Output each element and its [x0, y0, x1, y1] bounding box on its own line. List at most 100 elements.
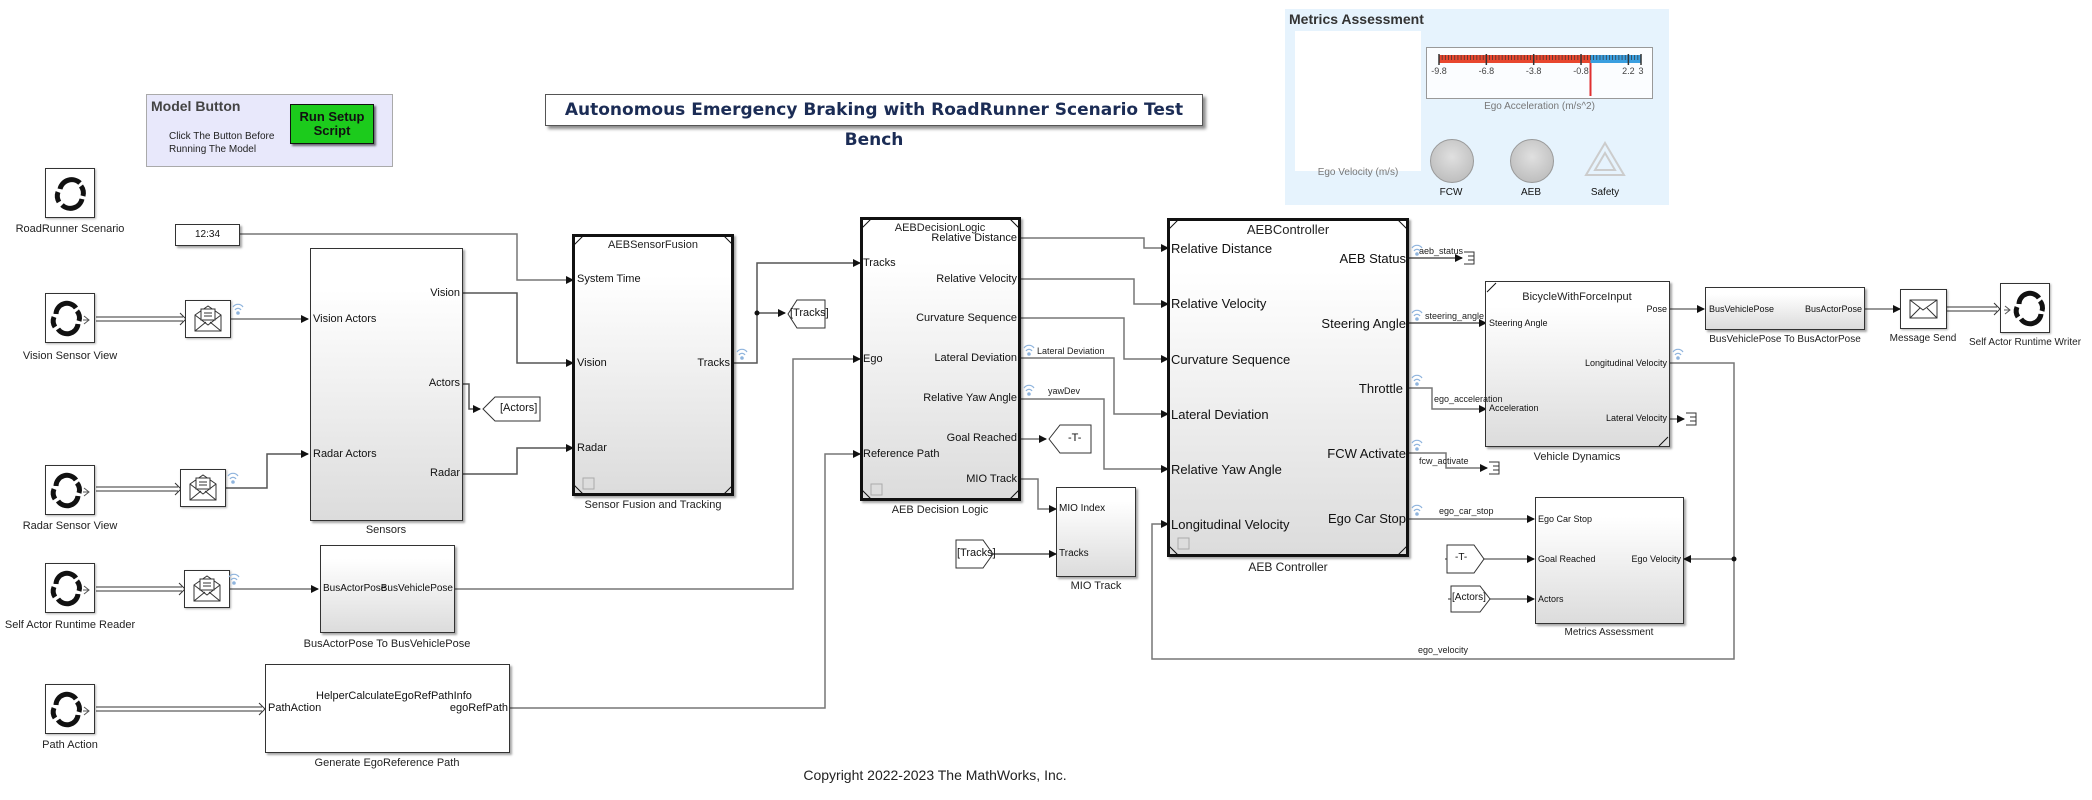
port-vd-steering: Steering Angle [1489, 318, 1548, 328]
wire-curvature [1020, 317, 1169, 363]
port-vision-out: Vision [430, 287, 460, 299]
port-dl-curvature: Curvature Sequence [916, 312, 1017, 324]
wire-long-vel [1151, 362, 1735, 660]
actors-from-tag[interactable]: [Actors] [1450, 585, 1492, 613]
radar-sensor-view-block[interactable] [45, 465, 95, 515]
signal-steering-angle: steering_angle [1425, 311, 1485, 321]
generate-ego-ref-path-block[interactable] [265, 664, 510, 753]
ego-acceleration-label: Ego Acceleration (m/s^2) [1484, 101, 1595, 112]
signal-lateral-deviation: Lateral Deviation [1037, 346, 1105, 356]
port-vd-pose: Pose [1646, 304, 1667, 314]
wire-mio [1020, 478, 1057, 513]
port-busactorpose-in: BusActorPose [323, 583, 387, 594]
terminator-fcw [1489, 461, 1500, 475]
msg-line-path [96, 706, 262, 712]
message-send-block[interactable] [1900, 289, 1947, 329]
port-pathaction-in: PathAction [268, 702, 322, 714]
port-ac-throttle: Throttle [1358, 381, 1403, 396]
path-action-block[interactable] [45, 684, 95, 734]
roadrunner-icon [2004, 290, 2045, 327]
gauge-tick-label: 3 [1638, 66, 1643, 76]
port-ac-ego-car-stop: Ego Car Stop [1327, 511, 1406, 526]
roadrunner-icon [54, 177, 86, 211]
port-dl-tracks: Tracks [863, 257, 896, 269]
sensor-fusion-model-name: AEBSensorFusion [608, 239, 698, 251]
generate-ego-ref-path-label: Generate EgoReference Path [314, 757, 460, 769]
roadrunner-scenario-label: RoadRunner Scenario [15, 223, 125, 235]
envelope-open-icon [189, 474, 217, 501]
message-receive-self-actor[interactable] [184, 570, 230, 608]
port-ma-goal-reached: Goal Reached [1538, 554, 1596, 564]
radar-sensor-view-label: Radar Sensor View [22, 520, 118, 532]
msg-line-radar [96, 486, 178, 492]
run-setup-script-button[interactable]: Run Setup Script [290, 104, 374, 144]
roadrunner-scenario-block[interactable] [45, 168, 95, 218]
bus-actor-to-vehicle-block[interactable] [320, 545, 455, 633]
gauge-tick-label: -3.8 [1526, 66, 1542, 76]
msg-line-self [96, 586, 182, 592]
port-bvp-in: BusVehiclePose [1709, 304, 1775, 314]
wire-clock-systemtime [240, 233, 574, 284]
wire-vision [463, 292, 574, 367]
signal-ego-car-stop: ego_car_stop [1439, 506, 1494, 516]
ego-velocity-label: Ego Velocity (m/s) [1317, 167, 1399, 178]
terminator-aeb-status [1464, 251, 1475, 265]
fcw-lamp[interactable] [1430, 139, 1474, 183]
self-actor-runtime-reader-block[interactable] [45, 563, 95, 613]
sensor-fusion-label: Sensor Fusion and Tracking [584, 499, 722, 511]
bus-actor-to-vehicle-label: BusActorPose To BusVehiclePose [303, 638, 471, 650]
gauge-tick-label: -0.8 [1573, 66, 1589, 76]
port-ac-steering: Steering Angle [1321, 316, 1406, 331]
junction-tracks [754, 310, 760, 316]
mio-track-block[interactable] [1056, 487, 1136, 577]
actors-goto-tag[interactable]: [Actors] [482, 396, 542, 422]
wire-refpath [510, 450, 861, 709]
wire-ego [455, 355, 861, 590]
safety-warning-icon[interactable] [1584, 141, 1626, 177]
fcw-lamp-label: FCW [1439, 187, 1463, 198]
port-radar-out: Radar [430, 467, 460, 479]
port-ac-fcw: FCW Activate [1327, 446, 1406, 461]
port-bap-out: BusActorPose [1804, 304, 1862, 314]
sensors-block[interactable] [310, 248, 463, 521]
port-dl-lateral-dev: Lateral Deviation [934, 352, 1017, 364]
path-action-label: Path Action [42, 739, 98, 751]
self-actor-runtime-writer-block[interactable] [2000, 283, 2050, 333]
terminator-lat-vel [1686, 412, 1697, 426]
goal-reached-from-tag[interactable]: -T- [1446, 544, 1486, 574]
port-dl-rel-distance: Relative Distance [931, 232, 1017, 244]
aeb-decision-logic-label: AEB Decision Logic [891, 504, 989, 516]
bus-vehicle-to-actor-block[interactable] [1705, 287, 1865, 330]
self-actor-runtime-reader-label: Self Actor Runtime Reader [4, 619, 136, 631]
port-actors-out: Actors [428, 377, 460, 389]
wire-radar-actors [225, 450, 309, 489]
model-button-area: Model Button Click The Button Before Run… [146, 94, 393, 167]
gauge-tick-label: -9.8 [1431, 66, 1447, 76]
envelope-open-icon [193, 575, 221, 602]
roadrunner-icon [50, 691, 90, 728]
goal-reached-goto-tag[interactable]: -T- [1048, 424, 1093, 454]
aeb-lamp[interactable] [1510, 139, 1554, 183]
vision-sensor-view-block[interactable] [45, 293, 95, 343]
clock-block[interactable]: 12:34 [175, 224, 240, 246]
port-ac-curvature: Curvature Sequence [1171, 352, 1291, 367]
port-dl-rel-velocity: Relative Velocity [936, 273, 1017, 285]
ego-velocity-display[interactable] [1295, 31, 1421, 171]
port-sf-radar: Radar [577, 442, 607, 454]
sensors-label: Sensors [365, 524, 407, 536]
port-ac-rel-velocity: Relative Velocity [1171, 296, 1267, 311]
envelope-open-icon [194, 305, 222, 332]
mio-track-label: MIO Track [1070, 580, 1122, 592]
tracks-from-tag[interactable]: [Tracks] [955, 539, 996, 569]
port-ma-ego-car-stop: Ego Car Stop [1538, 514, 1593, 524]
message-receive-vision[interactable] [185, 300, 231, 338]
wire-fcw [1408, 452, 1488, 472]
tracks-goto-tag[interactable]: [Tracks] [787, 299, 829, 329]
port-ac-aeb-status: AEB Status [1339, 251, 1406, 266]
port-radar-actors: Radar Actors [313, 448, 377, 460]
roadrunner-icon [50, 570, 90, 607]
port-system-time: System Time [577, 273, 641, 285]
metrics-assessment-block[interactable] [1535, 497, 1684, 624]
message-receive-radar[interactable] [180, 469, 226, 507]
